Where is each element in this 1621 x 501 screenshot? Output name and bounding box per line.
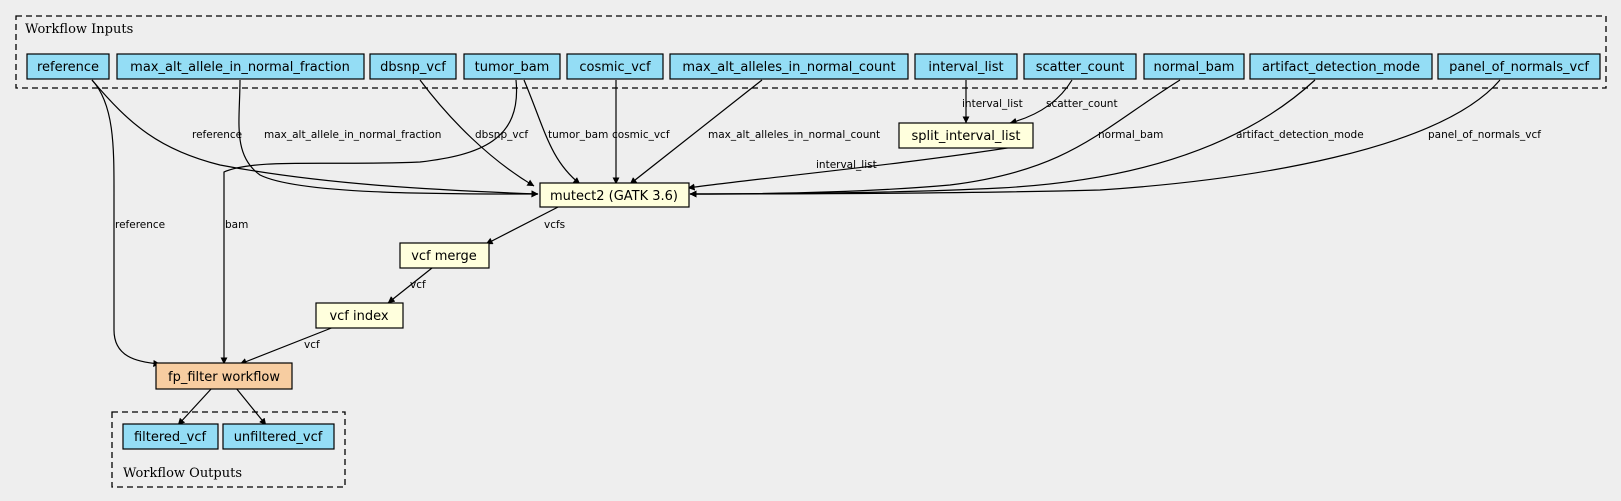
edge-label: vcf — [304, 339, 320, 351]
node-tumor-bam[interactable]: tumor_bam — [463, 53, 561, 80]
svg-text:tumor_bam: tumor_bam — [475, 60, 550, 75]
svg-text:split_interval_list: split_interval_list — [911, 129, 1020, 144]
svg-text:vcf index: vcf index — [329, 309, 388, 324]
edge-index-to-fp — [239, 326, 335, 365]
edge-mutect2-to-merge — [485, 204, 563, 245]
node-reference[interactable]: reference — [26, 53, 110, 80]
node-fp-filter-workflow[interactable]: fp_filter workflow — [155, 362, 293, 390]
edge-label: bam — [225, 219, 248, 231]
svg-text:scatter_count: scatter_count — [1036, 60, 1125, 75]
svg-text:artifact_detection_mode: artifact_detection_mode — [1262, 60, 1420, 75]
edge-label: reference — [115, 219, 165, 231]
edge-fraction-to-mutect2 — [238, 79, 539, 198]
svg-text:normal_bam: normal_bam — [1154, 60, 1235, 75]
edge-tumor-to-fp — [220, 79, 518, 365]
node-vcf-index[interactable]: vcf index — [315, 302, 404, 329]
node-vcf-merge[interactable]: vcf merge — [399, 242, 490, 269]
edge-fp-to-unfiltered — [235, 387, 267, 426]
edge-label: scatter_count — [1046, 98, 1118, 110]
edge-split-to-mutect2 — [687, 145, 1021, 191]
svg-text:vcf merge: vcf merge — [411, 249, 477, 264]
svg-text:unfiltered_vcf: unfiltered_vcf — [234, 430, 323, 445]
svg-text:interval_list: interval_list — [928, 60, 1003, 75]
edge-count-to-mutect2 — [629, 79, 763, 185]
edge-label: interval_list — [816, 159, 877, 171]
edge-label: tumor_bam — [548, 129, 608, 141]
svg-text:max_alt_alleles_in_normal_coun: max_alt_alleles_in_normal_count — [682, 60, 895, 75]
node-cosmic-vcf[interactable]: cosmic_vcf — [566, 53, 664, 80]
edge-layer — [91, 79, 1501, 426]
workflow-outputs-cluster: Workflow Outputs — [111, 411, 346, 488]
svg-text:max_alt_allele_in_normal_fract: max_alt_allele_in_normal_fraction — [130, 60, 350, 75]
node-dbsnp-vcf[interactable]: dbsnp_vcf — [369, 53, 457, 80]
node-interval-list[interactable]: interval_list — [914, 53, 1018, 80]
edge-label: cosmic_vcf — [612, 129, 670, 141]
svg-text:filtered_vcf: filtered_vcf — [134, 430, 207, 445]
edge-merge-to-index — [387, 267, 433, 304]
node-split-interval-list[interactable]: split_interval_list — [898, 122, 1034, 149]
workflow-outputs-label: Workflow Outputs — [123, 466, 242, 481]
node-panel-of-normals-vcf[interactable]: panel_of_normals_vcf — [1437, 53, 1601, 80]
edge-label: reference — [192, 129, 242, 141]
svg-text:dbsnp_vcf: dbsnp_vcf — [380, 60, 446, 75]
edge-label: vcfs — [544, 219, 565, 231]
svg-text:reference: reference — [37, 60, 99, 75]
node-unfiltered-vcf[interactable]: unfiltered_vcf — [222, 423, 335, 450]
edge-label: artifact_detection_mode — [1236, 129, 1364, 141]
edge-label: normal_bam — [1098, 129, 1163, 141]
svg-text:panel_of_normals_vcf: panel_of_normals_vcf — [1449, 60, 1589, 75]
edge-label: max_alt_allele_in_normal_fraction — [264, 129, 441, 141]
edge-tumor-to-mutect2 — [523, 79, 581, 185]
node-scatter-count[interactable]: scatter_count — [1023, 53, 1137, 80]
edge-label: vcf — [410, 279, 426, 291]
node-max-alt-alleles-in-normal-count[interactable]: max_alt_alleles_in_normal_count — [669, 53, 909, 80]
svg-text:cosmic_vcf: cosmic_vcf — [579, 60, 651, 75]
edge-pon-to-mutect2 — [689, 79, 1501, 198]
edge-reference-to-fp — [91, 79, 161, 367]
edge-label: max_alt_alleles_in_normal_count — [708, 129, 880, 141]
edge-scatter-to-split — [1009, 79, 1073, 125]
edge-fp-to-filtered — [177, 387, 213, 426]
edge-dbsnp-to-mutect2 — [419, 79, 535, 187]
edge-reference-to-mutect2 — [91, 79, 539, 198]
workflow-inputs-label: Workflow Inputs — [25, 22, 133, 37]
workflow-inputs-cluster: Workflow Inputs — [15, 15, 1607, 89]
node-max-alt-allele-in-normal-fraction[interactable]: max_alt_allele_in_normal_fraction — [116, 53, 365, 80]
edge-labels: reference max_alt_allele_in_normal_fract… — [115, 98, 1541, 351]
node-filtered-vcf[interactable]: filtered_vcf — [122, 423, 219, 450]
node-artifact-detection-mode[interactable]: artifact_detection_mode — [1249, 53, 1433, 80]
svg-text:fp_filter workflow: fp_filter workflow — [168, 370, 280, 385]
node-normal-bam[interactable]: normal_bam — [1143, 53, 1245, 80]
node-mutect2[interactable]: mutect2 (GATK 3.6) — [539, 182, 690, 208]
edge-label: panel_of_normals_vcf — [1428, 129, 1541, 141]
edge-label: dbsnp_vcf — [475, 129, 528, 141]
edge-label: interval_list — [962, 98, 1023, 110]
svg-text:mutect2 (GATK 3.6): mutect2 (GATK 3.6) — [550, 189, 678, 204]
